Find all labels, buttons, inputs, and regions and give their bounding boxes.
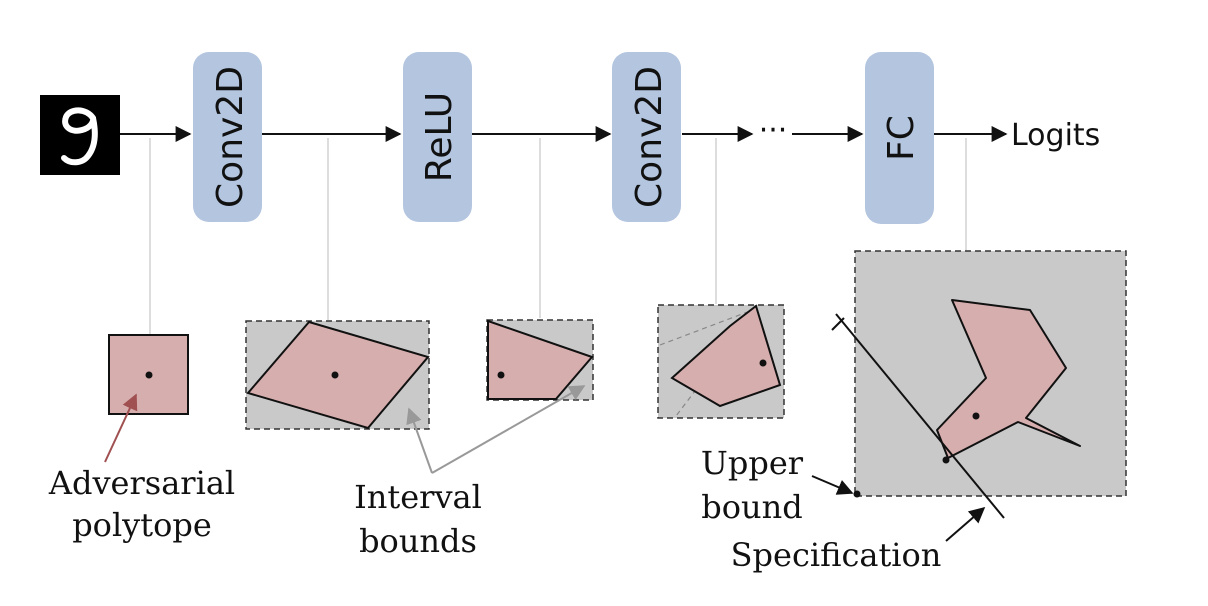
upper-bound-label-line2: bound <box>701 488 802 526</box>
layer-block-conv2d-1: Conv2D <box>193 52 262 222</box>
specification-label: Specification <box>731 536 942 574</box>
layer-label-fc: FC <box>881 115 922 161</box>
bounds-box-fc <box>853 250 1127 498</box>
adversarial-polytope-label-line1: Adversarial <box>48 464 235 502</box>
adversarial-polytope-shape <box>108 334 189 415</box>
ellipsis-label: ··· <box>759 113 788 148</box>
bounds-box-relu <box>486 319 594 401</box>
upper-bound-label-line1: Upper <box>701 444 804 482</box>
specification-line <box>831 313 1005 519</box>
adversarial-polytope-label-line2: polytope <box>72 506 212 544</box>
layer-label-conv2d-2: Conv2D <box>629 66 670 208</box>
output-label-logits: Logits <box>1011 118 1100 153</box>
annotation-arrows <box>104 385 986 542</box>
layer-label-conv2d-1: Conv2D <box>210 66 251 208</box>
layer-block-conv2d-2: Conv2D <box>612 52 681 222</box>
bounds-box-conv2d-2 <box>657 304 785 419</box>
bounds-box-conv2d-1 <box>245 320 430 430</box>
layer-block-relu: ReLU <box>403 52 472 222</box>
interval-bounds-label-line2: bounds <box>359 522 477 560</box>
input-digit-image <box>40 95 120 175</box>
interval-bounds-label-line1: Interval <box>354 478 482 516</box>
layer-label-relu: ReLU <box>419 92 460 182</box>
layer-block-fc: FC <box>865 52 934 224</box>
connector-lines <box>149 138 967 334</box>
